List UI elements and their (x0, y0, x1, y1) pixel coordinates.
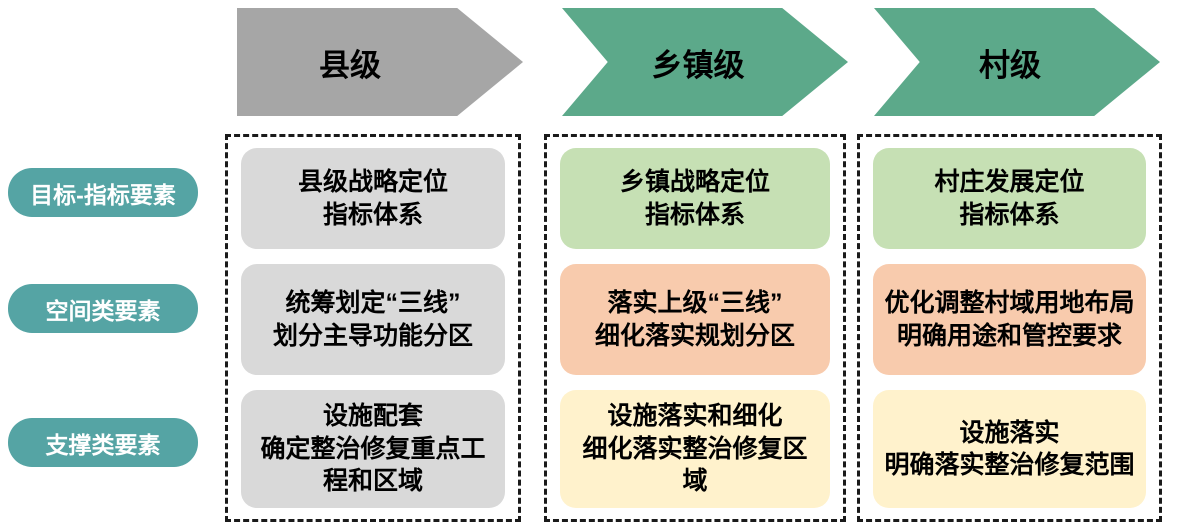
township-column: 乡镇战略定位 指标体系 落实上级“三线” 细化落实规划分区 设施落实和细化 细化… (544, 134, 846, 522)
level-arrow-township: 乡镇级 (562, 8, 848, 116)
cell-township-spatial: 落实上级“三线” 细化落实规划分区 (560, 264, 830, 375)
row-label-support: 支撑类要素 (8, 418, 198, 467)
cell-village-support: 设施落实 明确落实整治修复范围 (873, 390, 1146, 508)
row-label-spatial: 空间类要素 (8, 284, 198, 333)
cell-county-spatial: 统筹划定“三线” 划分主导功能分区 (241, 264, 505, 375)
cell-township-support: 设施落实和细化 细化落实整治修复区 域 (560, 390, 830, 508)
cell-county-goal: 县级战略定位 指标体系 (241, 148, 505, 249)
level-arrow-county: 县级 (237, 8, 523, 116)
county-column: 县级战略定位 指标体系 统筹划定“三线” 划分主导功能分区 设施配套 确定整治修… (225, 134, 521, 522)
village-column: 村庄发展定位 指标体系 优化调整村域用地布局 明确用途和管控要求 设施落实 明确… (857, 134, 1162, 522)
cell-township-goal: 乡镇战略定位 指标体系 (560, 148, 830, 249)
row-label-goal-indicator: 目标-指标要素 (8, 168, 198, 217)
level-arrow-township-label: 乡镇级 (651, 47, 745, 83)
cell-village-spatial: 优化调整村域用地布局 明确用途和管控要求 (873, 264, 1146, 375)
cell-village-goal: 村庄发展定位 指标体系 (873, 148, 1146, 249)
level-arrow-county-label: 县级 (319, 47, 381, 83)
level-arrow-village-label: 村级 (979, 47, 1041, 83)
cell-county-support: 设施配套 确定整治修复重点工 程和区域 (241, 390, 505, 508)
level-arrow-village: 村级 (874, 8, 1160, 116)
